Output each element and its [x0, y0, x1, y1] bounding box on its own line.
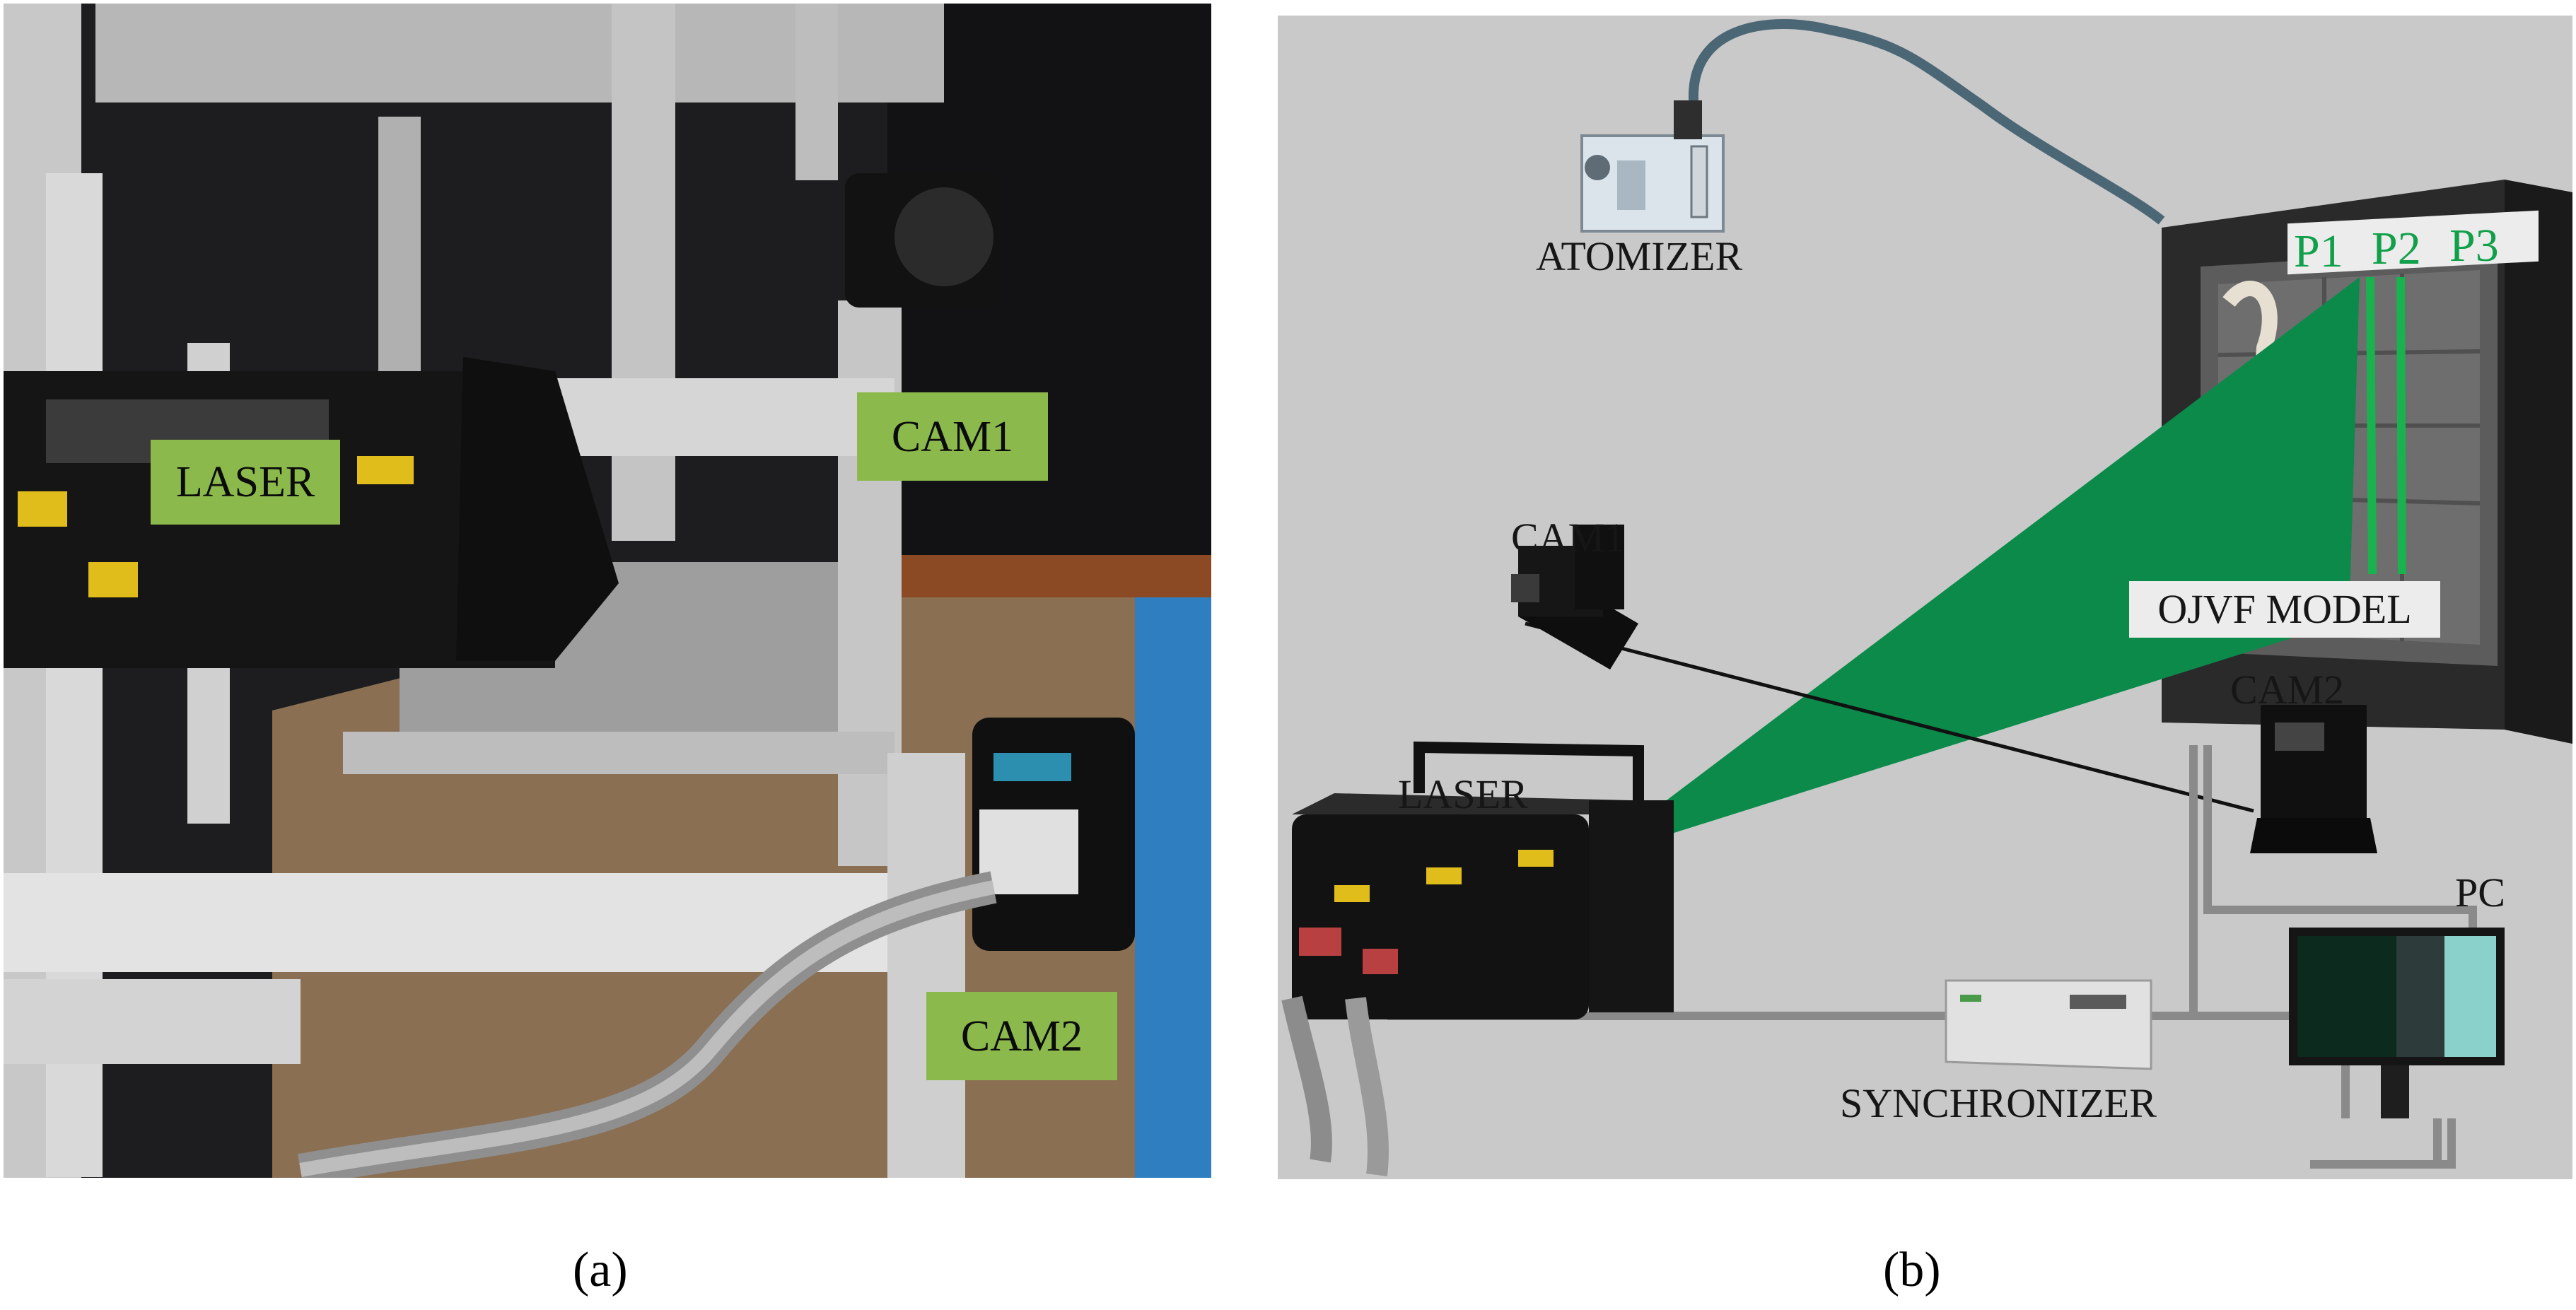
laser-sheet	[1653, 277, 2360, 836]
laser-unit	[1281, 741, 1674, 1176]
label-pc: PC	[2455, 870, 2505, 916]
atomizer-hose	[1689, 19, 2165, 225]
pc-monitor	[2289, 928, 2505, 1118]
tag-laser: LASER	[151, 440, 340, 525]
probe-line-p3	[2396, 276, 2406, 575]
label-atomizer: ATOMIZER	[1536, 233, 1743, 279]
probe-label-p3: P3	[2449, 220, 2499, 271]
caption-a: (a)	[573, 1243, 628, 1297]
probe-line-p2	[2366, 276, 2377, 575]
label-ojvf-model: OJVF MODEL	[2129, 581, 2440, 638]
label-laser: LASER	[1398, 771, 1528, 817]
atomizer-unit	[1580, 100, 1725, 233]
panel-b-schematic: P1 P2 P3 ATOMIZER CAM1 CAM2 LASER PC SYN…	[1278, 16, 2572, 1179]
tag-cam1: CAM1	[857, 392, 1048, 481]
camera-2-device	[2250, 705, 2377, 853]
schematic-drawing	[1278, 16, 2572, 1179]
probe-label-p1: P1	[2294, 226, 2343, 277]
label-synchronizer: SYNCHRONIZER	[1840, 1080, 2157, 1126]
panel-a-photo: LASER CAM1 CAM2	[4, 4, 1211, 1178]
caption-b: (b)	[1883, 1243, 1941, 1297]
setup-photo	[4, 4, 1211, 1178]
label-cam2: CAM2	[2230, 667, 2345, 713]
synchronizer-unit	[1945, 979, 2152, 1070]
probe-label-p2: P2	[2372, 223, 2421, 274]
label-cam1: CAM1	[1511, 515, 1626, 561]
camera-1-device	[1511, 525, 1638, 669]
tag-cam2: CAM2	[926, 992, 1117, 1080]
